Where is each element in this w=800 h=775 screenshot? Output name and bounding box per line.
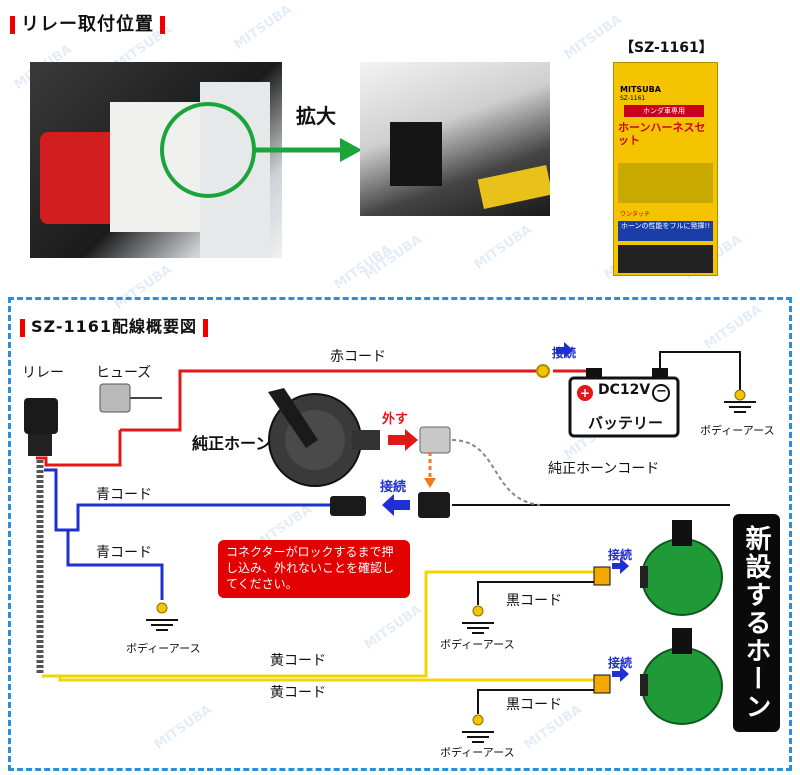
- callout-note: コネクターがロックするまで押し込み、外れないことを確認してください。: [218, 540, 410, 598]
- body-earth-label: ボディーアース: [440, 746, 515, 759]
- yellow-cord-1-label: 黄コード: [270, 653, 326, 669]
- black-cord-2-label: 黒コード: [506, 697, 562, 713]
- connect-label: 接続: [608, 656, 633, 670]
- blue-cord-1-label: 青コード: [96, 487, 152, 503]
- genuine-horn-cord-label: 純正ホーンコード: [548, 461, 660, 477]
- red-cord: [120, 369, 540, 432]
- fuse-label: ヒューズ: [96, 365, 152, 381]
- connect-label: 接続: [552, 346, 577, 360]
- package-parts-image: [618, 245, 713, 273]
- genuine-connector-icon: [418, 492, 450, 518]
- earth-icon: [724, 401, 756, 413]
- new-horn-label: 新設するホーン: [733, 514, 780, 732]
- battery-plus-icon: [577, 385, 593, 401]
- body-earth-label: ボディーアース: [126, 642, 201, 655]
- blue-cord-2: [56, 528, 164, 600]
- diagram-header: SZ-1161配線概要図: [14, 313, 214, 337]
- diagram-frame: [8, 297, 792, 771]
- earth-terminal-icon: [734, 389, 746, 401]
- yellow-cord-2-label: 黄コード: [270, 685, 326, 701]
- product-package: MITSUBA SZ-1161 ホンダ車専用 ホーンハーネスセット ワンタッチ …: [613, 62, 718, 276]
- header-title: リレー取付位置: [21, 14, 154, 35]
- connect-arrow-icon: [556, 342, 573, 358]
- relay-socket-icon: [28, 434, 52, 456]
- connect-label: 接続: [380, 480, 407, 495]
- section-header: リレー取付位置: [4, 10, 171, 36]
- blue-cord-2-label: 青コード: [96, 545, 152, 561]
- earth-terminal-icon: [472, 605, 484, 617]
- blue-cord-1: [44, 468, 330, 532]
- red-wire-fuse: [36, 430, 122, 467]
- connect-arrow-icon: [612, 558, 629, 574]
- harness-connector-icon: [330, 496, 366, 516]
- spade-terminal-icon: [593, 566, 611, 586]
- earth-icon: [462, 731, 494, 743]
- red-cord-label: 赤コード: [330, 349, 386, 365]
- connect-arrow-icon: [382, 494, 410, 516]
- earth-terminal-icon: [156, 602, 168, 614]
- yellow-cord-2: [58, 676, 594, 682]
- package-brand: MITSUBA: [620, 85, 661, 94]
- move-arrow-icon: [424, 478, 436, 488]
- connect-arrow-icon: [612, 666, 629, 682]
- package-subtitle: ホンダ車専用: [624, 105, 704, 117]
- relay-label: リレー: [22, 365, 64, 381]
- remove-label: 外す: [382, 412, 409, 427]
- product-code-label: 【SZ-1161】: [620, 40, 713, 56]
- removed-cord: [451, 439, 541, 506]
- black-cord-1: [477, 581, 594, 605]
- relay-icon: [24, 398, 58, 434]
- connect-label: 接続: [608, 548, 633, 562]
- black-cord-1-label: 黒コード: [506, 593, 562, 609]
- package-slogan: ホーンの性能をフルに発揮!!: [618, 221, 713, 241]
- yellow-cord-1: [42, 570, 594, 678]
- battery-icon: [568, 376, 680, 438]
- genuine-horn-label: 純正ホーン: [192, 434, 272, 453]
- horn-bracket-icon: [268, 388, 318, 448]
- black-cord-2: [477, 689, 594, 714]
- earth-terminal-icon: [472, 714, 484, 726]
- body-earth-label: ボディーアース: [700, 424, 775, 437]
- red-bar-icon: [160, 16, 165, 34]
- red-bar-icon: [20, 318, 25, 337]
- battery-minus-sign: −: [656, 384, 667, 399]
- zoom-arrow-overlay: [160, 102, 362, 198]
- earth-icon: [462, 622, 494, 634]
- diagram-title: SZ-1161配線概要図: [31, 317, 198, 336]
- fuse-icon: [99, 383, 131, 413]
- package-badge: ワンタッチ: [620, 211, 651, 218]
- red-bar-icon: [203, 318, 209, 337]
- zoomed-relay-photo: [360, 62, 550, 216]
- earth-icon: [146, 619, 178, 631]
- battery-earth-wire: [659, 351, 741, 395]
- battery-minus-icon: [652, 384, 670, 402]
- package-car-image: [618, 163, 713, 203]
- relay-shape: [390, 122, 442, 186]
- new-horn-2-icon: [640, 628, 723, 725]
- package-model: SZ-1161: [620, 95, 646, 102]
- remove-arrow-icon: [388, 429, 418, 451]
- removed-connector-icon: [419, 426, 451, 454]
- battery-minus-terminal: [652, 368, 668, 378]
- zoom-arrow-icon: [340, 138, 362, 162]
- red-bar-icon: [10, 16, 15, 34]
- package-name: ホーンハーネスセット: [618, 121, 706, 147]
- new-horn-1-icon: [640, 520, 723, 616]
- battery-voltage-label: DC12V: [598, 382, 651, 398]
- battery-label: バッテリー: [588, 414, 664, 432]
- body-earth-label: ボディーアース: [440, 638, 515, 651]
- zoom-label: 拡大: [296, 104, 336, 128]
- spade-terminal-icon: [593, 674, 611, 694]
- battery-plus-terminal: [586, 368, 602, 378]
- ring-terminal-icon: [536, 364, 550, 378]
- horn-connector-icon: [352, 430, 380, 450]
- battery-plus-sign: +: [580, 386, 591, 400]
